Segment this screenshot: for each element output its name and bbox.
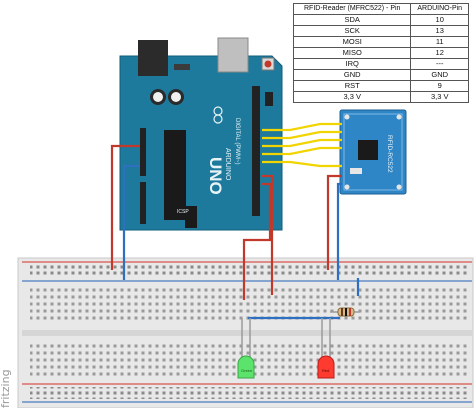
breadboard [17, 257, 474, 408]
rfid-antenna [343, 113, 403, 191]
table-cell: SCK [292, 25, 412, 37]
green-led: Green [237, 355, 255, 379]
table-row: IRQ--- [292, 58, 469, 70]
table-header-arduino: ARDUINO-Pin [410, 3, 469, 15]
table-cell: 13 [410, 25, 469, 37]
wire-mosi [262, 138, 342, 148]
wire-5v-to-rail [110, 144, 140, 270]
table-cell: 10 [410, 14, 469, 26]
table-cell: MOSI [292, 36, 412, 48]
digital-header [252, 86, 260, 216]
table-cell: --- [410, 58, 469, 70]
wire-rfid-gnd [336, 182, 342, 280]
bottom-power-rail-holes [30, 387, 470, 399]
table-cell: 9 [410, 80, 469, 92]
rfid-rc522-module: RFID-RC522 [339, 109, 407, 195]
icsp-label: ICSP [177, 209, 189, 215]
wire-sck [262, 130, 342, 140]
arduino-brand-label: ARDUINO [224, 148, 231, 181]
wire-miso [262, 146, 342, 156]
arduino-uno: ARDUINO UNO DIGITAL (PWM~) ICSP [119, 37, 283, 231]
table-cell: 11 [410, 36, 469, 48]
fritzing-watermark: fritzing [0, 369, 12, 408]
table-cell: SDA [292, 14, 412, 26]
table-cell: GND [410, 69, 469, 81]
table-cell: GND [292, 69, 412, 81]
rfid-chip [358, 140, 378, 160]
icsp-header-usb [265, 92, 273, 106]
table-cell: 3,3 V [292, 91, 412, 103]
wire-rfid-3v3 [326, 174, 342, 270]
rfid-mount-hole-3 [344, 184, 350, 190]
atmega-chip [164, 130, 186, 220]
red-led-label: Red [322, 368, 329, 373]
red-led-body [317, 355, 335, 379]
arduino-logo-icon [213, 106, 223, 124]
center-divider [22, 330, 472, 336]
red-led: Red [317, 355, 335, 379]
table-cell: 3,3 V [410, 91, 469, 103]
resistor [330, 307, 360, 317]
usb-connector [217, 37, 249, 73]
rfid-label: RFID-RC522 [386, 135, 393, 173]
spi-wires [262, 122, 342, 168]
wire-rst [262, 160, 342, 168]
table-cell: IRQ [292, 58, 412, 70]
regulator [174, 64, 190, 70]
table-cell: 12 [410, 47, 469, 59]
table-header-rfid: RFID-Reader (MFRC522) - Pin [292, 3, 412, 15]
top-power-rail-holes [30, 264, 470, 276]
wire-d6-red-led [262, 174, 274, 295]
arduino-model-label: UNO [206, 157, 225, 195]
wire-sda [262, 122, 342, 132]
arduino-digital-label: DIGITAL (PWM~) [234, 118, 240, 165]
power-wires [110, 144, 360, 320]
reset-button-cap [264, 60, 272, 68]
green-led-label: Green [241, 368, 252, 373]
power-jack [138, 40, 168, 76]
table-cell: MISO [292, 47, 412, 59]
wire-d5-green-led [242, 182, 272, 300]
table-header-row: RFID-Reader (MFRC522) - Pin ARDUINO-Pin [292, 3, 469, 15]
rfid-mount-hole-2 [396, 114, 402, 120]
led-legs [241, 318, 331, 358]
icsp-header [185, 206, 197, 228]
analog-header [140, 182, 146, 224]
rfid-mount-hole-1 [344, 114, 350, 120]
wire-gnd-to-rail [122, 164, 140, 280]
green-led-body [237, 355, 255, 379]
pin-mapping-table: RFID-Reader (MFRC522) - Pin ARDUINO-Pin … [292, 3, 469, 103]
table-cell: RST [292, 80, 412, 92]
rfid-crystal [350, 168, 362, 174]
rfid-mount-hole-4 [396, 184, 402, 190]
power-header [140, 128, 146, 176]
